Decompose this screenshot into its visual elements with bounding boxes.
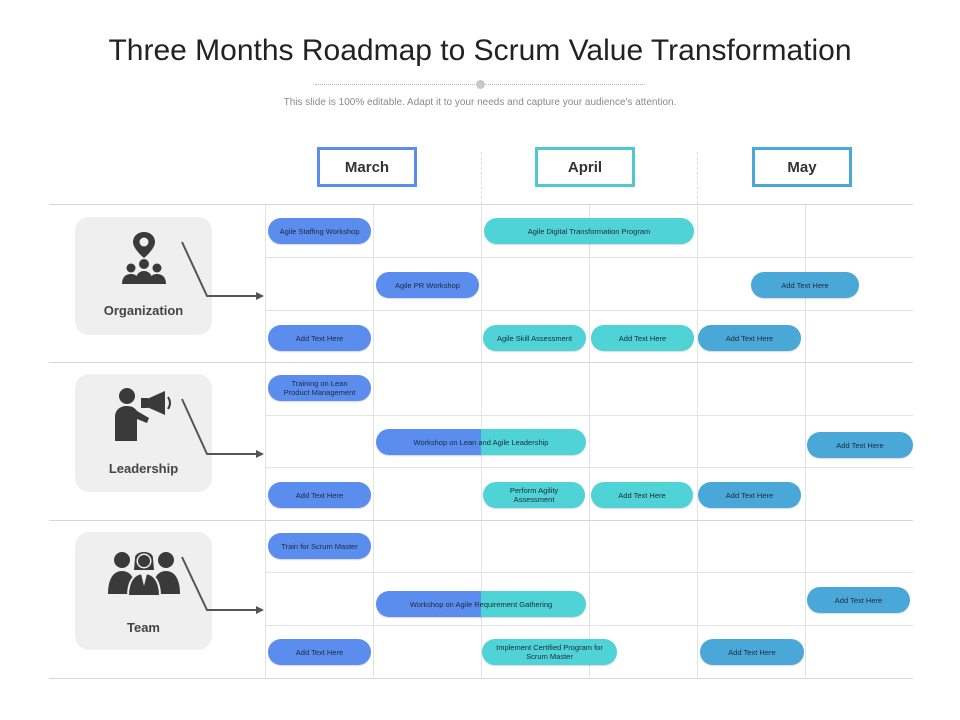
- task-pill[interactable]: Add Text Here: [268, 325, 371, 351]
- month-header-march: March: [317, 147, 417, 187]
- team-people-icon: [75, 538, 212, 604]
- connector-arrow: [181, 398, 264, 458]
- grid-row-line: [49, 678, 913, 679]
- category-label: Team: [127, 620, 160, 635]
- task-pill[interactable]: Training on Lean Product Management: [268, 375, 371, 401]
- task-pill[interactable]: Agile Skill Assessment: [483, 325, 586, 351]
- megaphone-speaker-icon: [75, 380, 212, 446]
- task-pill[interactable]: Perform Agility Assessment: [483, 482, 585, 508]
- grid-row-line: [265, 467, 913, 468]
- grid-row-line: [49, 362, 913, 363]
- grid-column-line: [697, 204, 698, 678]
- connector-arrow: [181, 556, 264, 614]
- page-title: Three Months Roadmap to Scrum Value Tran…: [108, 34, 852, 67]
- task-pill[interactable]: Add Text Here: [698, 482, 801, 508]
- category-card-organization: Organization: [75, 217, 212, 335]
- task-pill[interactable]: Agile Staffing Workshop: [268, 218, 371, 244]
- grid-row-line: [265, 415, 913, 416]
- task-pill[interactable]: Train for Scrum Master: [268, 533, 371, 559]
- connector-arrow: [181, 241, 264, 300]
- task-pill[interactable]: Implement Certified Program for Scrum Ma…: [482, 639, 617, 665]
- category-card-team: Team: [75, 532, 212, 650]
- grid-row-line: [265, 310, 913, 311]
- grid-column-line: [373, 204, 374, 678]
- task-pill[interactable]: Agile PR Workshop: [376, 272, 479, 298]
- page-subtitle: This slide is 100% editable. Adapt it to…: [283, 97, 677, 108]
- task-pill[interactable]: Add Text Here: [698, 325, 801, 351]
- grid-row-line: [265, 625, 913, 626]
- category-card-leadership: Leadership: [75, 374, 212, 492]
- task-pill[interactable]: Workshop on Lean and Agile Leadership: [376, 429, 586, 455]
- task-pill[interactable]: Add Text Here: [268, 482, 371, 508]
- task-pill[interactable]: Agile Digital Transformation Program: [484, 218, 694, 244]
- task-pill[interactable]: Add Text Here: [700, 639, 804, 665]
- month-separator: [481, 152, 482, 204]
- grid-column-line: [805, 204, 806, 678]
- month-separator: [697, 152, 698, 204]
- task-pill[interactable]: Add Text Here: [807, 432, 913, 458]
- month-header-may: May: [752, 147, 852, 187]
- category-label: Leadership: [108, 461, 179, 476]
- task-pill[interactable]: Add Text Here: [807, 587, 910, 613]
- grid-row-line: [49, 204, 913, 205]
- grid-row-line: [265, 257, 913, 258]
- location-pin-group-icon: [75, 223, 212, 289]
- task-pill[interactable]: Add Text Here: [591, 482, 693, 508]
- grid-column-line: [589, 204, 590, 678]
- task-pill[interactable]: Add Text Here: [751, 272, 859, 298]
- title-divider-dot: [476, 80, 485, 89]
- grid-column-line: [265, 204, 266, 678]
- task-pill[interactable]: Add Text Here: [591, 325, 694, 351]
- task-pill[interactable]: Workshop on Agile Requirement Gathering: [376, 591, 586, 617]
- category-label: Organization: [103, 303, 184, 318]
- task-pill[interactable]: Add Text Here: [268, 639, 371, 665]
- grid-row-line: [49, 520, 913, 521]
- grid-row-line: [265, 572, 913, 573]
- month-header-april: April: [535, 147, 635, 187]
